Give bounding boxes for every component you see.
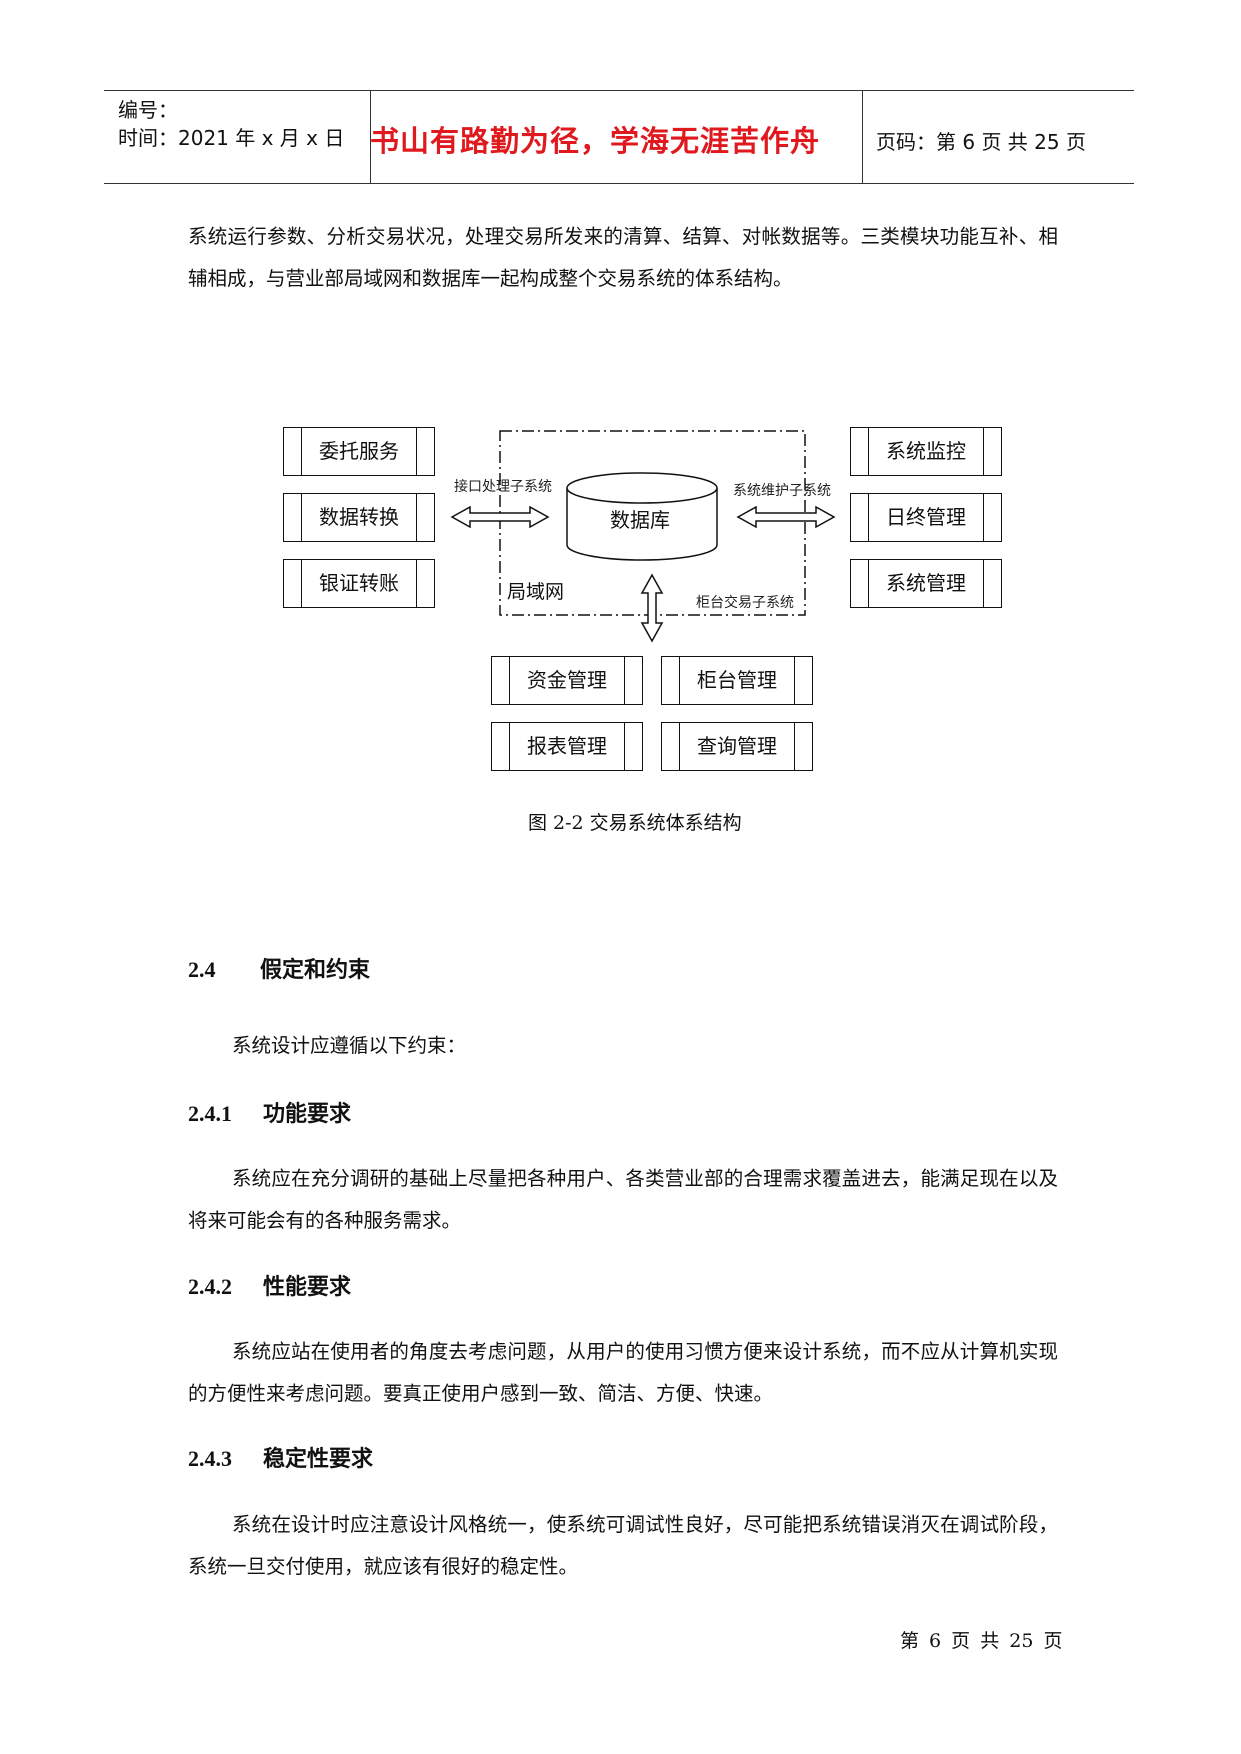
- section-number: 2.4: [188, 957, 216, 982]
- module-box: 查询管理: [661, 722, 813, 771]
- maintenance-subsystem-label: 系统维护子系统: [733, 483, 831, 499]
- left-double-arrow: [450, 505, 550, 529]
- subsection-title: 稳定性要求: [263, 1446, 374, 1472]
- module-box: 系统监控: [850, 427, 1002, 476]
- header-divider-left: [370, 90, 371, 183]
- header-time-label: 时间：2021 年 x 月 x 日: [118, 126, 345, 150]
- module-label: 资金管理: [527, 668, 607, 692]
- module-box: 数据转换: [283, 493, 435, 542]
- subsection-number: 2.4.1: [188, 1101, 232, 1126]
- module-box: 系统管理: [850, 559, 1002, 608]
- module-box: 资金管理: [491, 656, 643, 705]
- interface-subsystem-label: 接口处理子系统: [454, 479, 552, 495]
- module-label: 数据转换: [319, 505, 399, 529]
- module-label: 委托服务: [319, 439, 399, 463]
- subsection-paragraph: 系统应在充分调研的基础上尽量把各种用户、各类营业部的合理需求覆盖进去，能满足现在…: [188, 1167, 1058, 1232]
- header-divider-right: [862, 90, 863, 183]
- page-footer: 第 6 页 共 25 页: [900, 1630, 1063, 1652]
- module-label: 报表管理: [527, 734, 607, 758]
- module-label: 日终管理: [886, 505, 966, 529]
- database-label: 数据库: [610, 508, 670, 532]
- subsection-number: 2.4.3: [188, 1446, 232, 1471]
- header-page-label: 页码：第 6 页 共 25 页: [876, 130, 1086, 154]
- right-double-arrow: [736, 505, 836, 529]
- section-heading: 2.4 假定和约束: [188, 952, 370, 984]
- module-box: 银证转账: [283, 559, 435, 608]
- counter-subsystem-label: 柜台交易子系统: [696, 595, 794, 611]
- module-box: 报表管理: [491, 722, 643, 771]
- module-box: 委托服务: [283, 427, 435, 476]
- subsection-heading: 2.4.1 功能要求: [188, 1096, 351, 1128]
- section-title: 假定和约束: [260, 957, 371, 983]
- vertical-double-arrow: [640, 573, 664, 643]
- subsection-paragraph: 系统应站在使用者的角度去考虑问题，从用户的使用习惯方便来设计系统，而不应从计算机…: [188, 1340, 1058, 1405]
- lan-label: 局域网: [507, 581, 565, 603]
- subsection-paragraph: 系统在设计时应注意设计风格统一，使系统可调试性良好，尽可能把系统错误消灭在调试阶…: [188, 1513, 1058, 1578]
- header-bottom-rule: [104, 183, 1134, 184]
- intro-paragraph: 系统运行参数、分析交易状况，处理交易所发来的清算、结算、对帐数据等。三类模块功能…: [188, 225, 1058, 290]
- header-top-rule: [104, 90, 1134, 91]
- module-box: 日终管理: [850, 493, 1002, 542]
- subsection-heading: 2.4.3 稳定性要求: [188, 1441, 373, 1473]
- subsection-title: 功能要求: [263, 1101, 352, 1127]
- subsection-number: 2.4.2: [188, 1274, 232, 1299]
- module-label: 银证转账: [319, 571, 399, 595]
- header-motto: 书山有路勤为径，学海无涯苦作舟: [370, 124, 821, 158]
- module-label: 系统监控: [886, 439, 966, 463]
- module-label: 查询管理: [697, 734, 777, 758]
- module-label: 柜台管理: [697, 668, 777, 692]
- subsection-heading: 2.4.2 性能要求: [188, 1269, 351, 1301]
- header-serial-label: 编号：: [118, 98, 178, 122]
- module-label: 系统管理: [886, 571, 966, 595]
- module-box: 柜台管理: [661, 656, 813, 705]
- section-intro: 系统设计应遵循以下约束：: [232, 1034, 467, 1057]
- figure-caption: 图 2-2 交易系统体系结构: [528, 812, 742, 834]
- subsection-title: 性能要求: [263, 1274, 352, 1300]
